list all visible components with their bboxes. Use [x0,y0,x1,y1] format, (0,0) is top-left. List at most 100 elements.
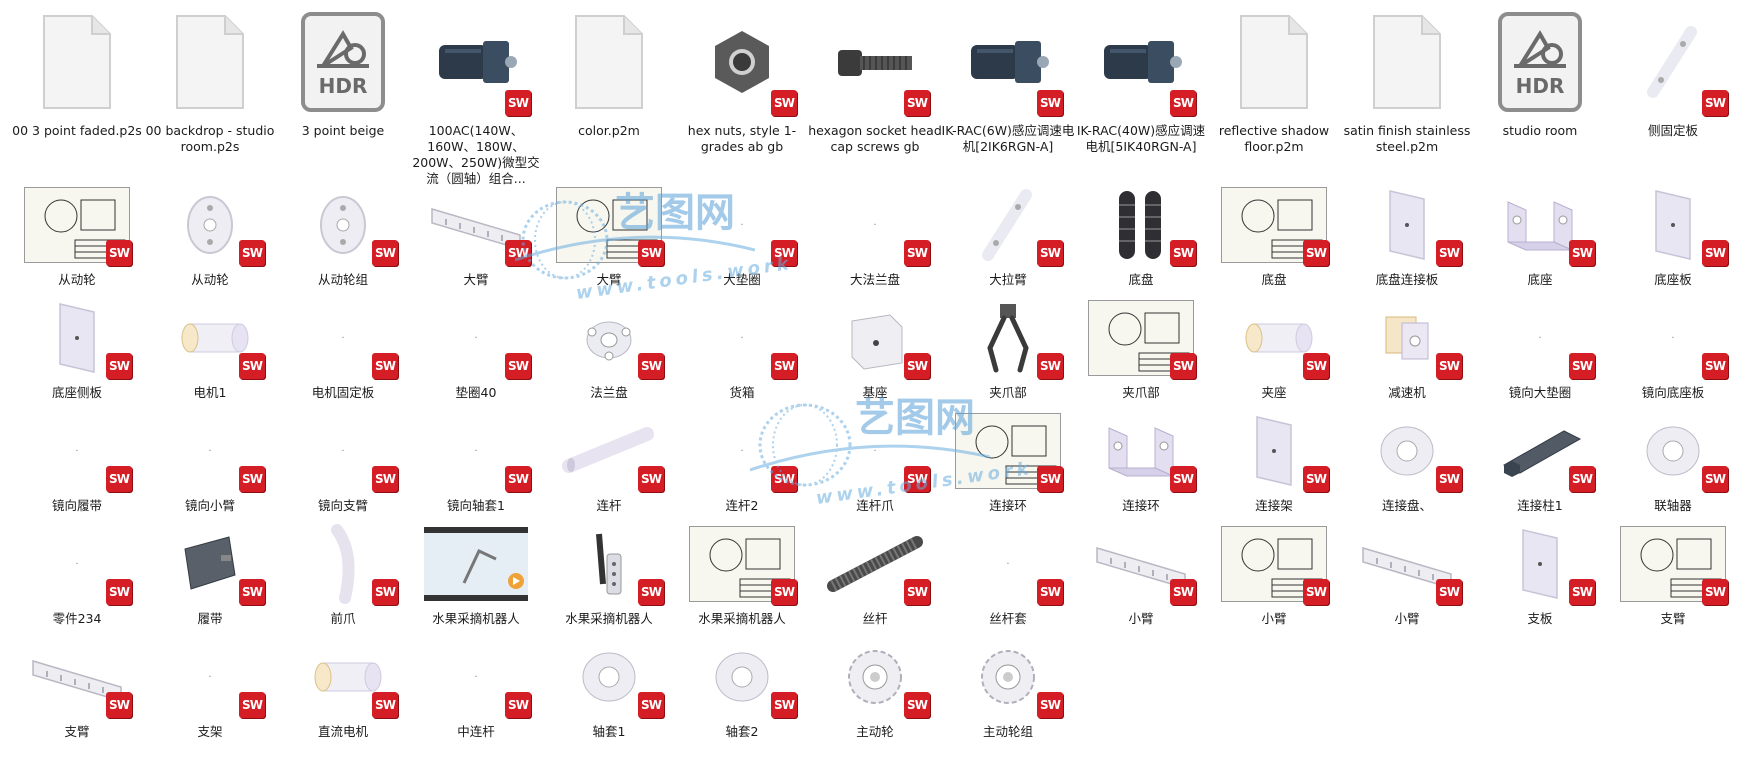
solidworks-badge-icon: SW [505,692,531,718]
bracket-icon [1084,406,1198,496]
file-name: 履带 [197,611,223,626]
file-item[interactable]: 00 backdrop - studio room.p2s [143,8,277,178]
file-item[interactable]: color.p2m [542,8,676,178]
file-item[interactable]: 水果采摘机器人 [409,517,543,629]
file-item[interactable]: 00 3 point faded.p2s [10,8,144,178]
solidworks-badge-icon: SW [372,692,398,718]
solidworks-badge-icon: SW [1037,240,1063,266]
solidworks-badge-icon: SW [1569,353,1595,379]
solidworks-badge-icon: SW [638,579,664,605]
file-name: 从动轮组 [317,272,368,287]
sprocket-icon [818,632,932,722]
file-name: 水果采摘机器人 [565,611,653,626]
plate-icon [1217,406,1331,496]
file-name: 零件234 [52,611,102,626]
file-name: 连杆2 [725,498,759,513]
doc-icon [552,8,666,116]
solidworks-badge-icon: SW [638,353,664,379]
solidworks-badge-icon: SW [1436,353,1462,379]
screw-icon [818,8,932,116]
file-item[interactable]: SW 水果采摘机器人 [542,517,676,629]
file-name: 大臂 [463,272,489,287]
solidworks-badge-icon: SW [239,353,265,379]
file-name: 底盘连接板 [1375,272,1439,287]
claw-icon [286,519,400,609]
file-item[interactable]: reflective shadow floor.p2m [1207,8,1341,178]
arm-icon [1350,519,1464,609]
file-item[interactable]: satin finish stainless steel.p2m [1340,8,1474,178]
file-name: 底座侧板 [51,385,102,400]
file-name: color.p2m [578,123,640,138]
flange-icon [552,293,666,383]
solidworks-badge-icon: SW [1037,692,1063,718]
